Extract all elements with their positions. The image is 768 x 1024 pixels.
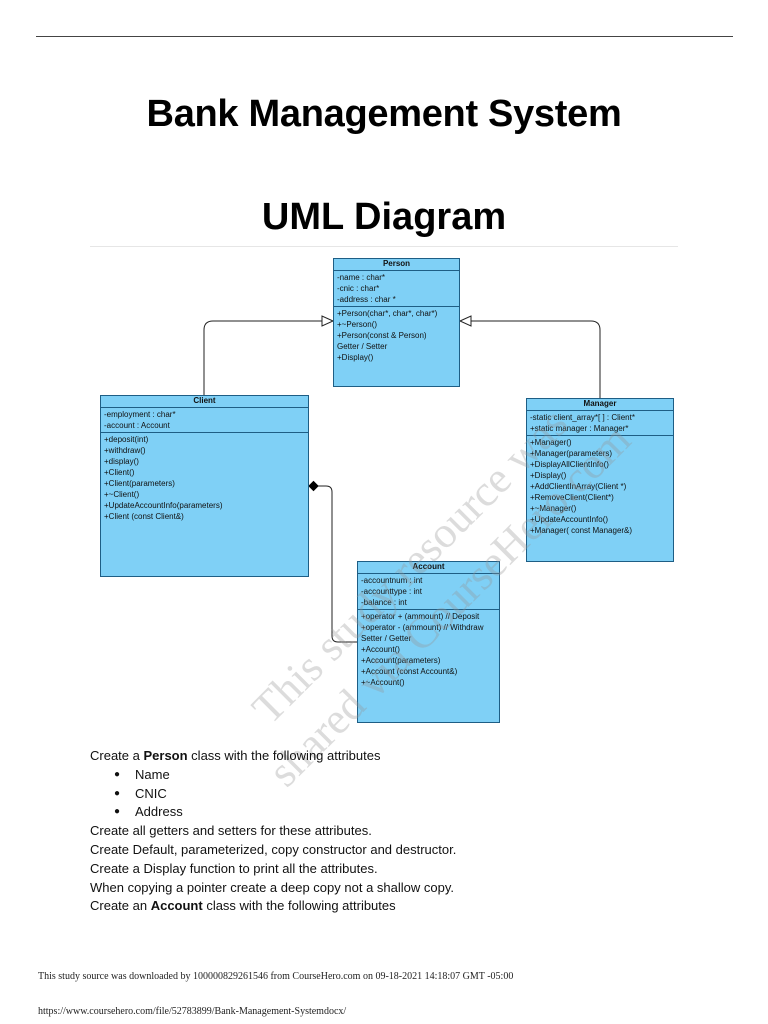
operation: +~Person() [337,320,378,329]
attribute: -account : Account [104,421,170,430]
paragraph: Create a Person class with the following… [90,747,710,766]
class-operations: +Manager() +Manager(parameters) +Display… [527,436,673,537]
operation: +Display() [337,353,374,362]
attribute: -employment : char* [104,410,176,419]
text-span: Create an [90,898,151,914]
attribute: +static manager : Manager* [530,424,629,433]
operation: Setter / Getter [361,634,412,643]
operation: +Manager(parameters) [530,449,613,458]
section-divider [90,246,678,247]
operation: +DisplayAllClientInfo() [530,460,609,469]
operation: +Account(parameters) [361,656,441,665]
operation: +operator - (ammount) // Withdraw [361,623,484,632]
operation: +UpdateAccountInfo(parameters) [104,501,223,510]
operation: +Account() [361,645,400,654]
attribute: -accounttype : int [361,587,422,596]
operation: Getter / Setter [337,342,388,351]
class-operations: +deposit(int) +withdraw() +display() +Cl… [101,433,308,523]
paragraph: Create all getters and setters for these… [90,823,372,839]
list-item: CNIC [90,785,710,804]
class-attributes: -accountnum : int -accounttype : int -ba… [358,574,499,610]
paragraph: Create an Account class with the followi… [90,897,710,916]
operation: +AddClientInArray(Client *) [530,482,627,491]
operation: +Client(parameters) [104,479,175,488]
operation: +Manager() [530,438,572,447]
composition-diamond [308,480,319,492]
class-name: Person [334,259,459,271]
class-name-emphasis: Account [150,898,203,914]
operation: +Person(const & Person) [337,331,427,340]
operation: +~Manager() [530,504,577,513]
class-attributes: -static client_array*[ ] : Client* +stat… [527,411,673,436]
operation: +Manager( const Manager&) [530,526,633,535]
text-span: class with the following attributes [187,748,381,763]
document-title: Bank Management System [146,93,622,135]
operation: +deposit(int) [104,435,149,444]
top-rule [36,36,733,37]
attribute: -static client_array*[ ] : Client* [530,413,635,422]
attribute: -name : char* [337,273,386,282]
class-name-emphasis: Person [143,748,188,763]
attribute: -balance : int [361,598,407,607]
text-span: Create a [90,748,144,763]
client-generalization-line [203,320,322,395]
operation: +display() [104,457,139,466]
operation: +Account (const Account&) [361,667,458,676]
attribute: -address : char * [337,295,396,304]
operation: +UpdateAccountInfo() [530,515,609,524]
uml-class-account: Account -accountnum : int -accounttype :… [357,561,500,723]
account-composition-line [318,485,357,643]
client-generalization-arrow [321,315,335,327]
class-name: Account [358,562,499,574]
operation: +operator + (ammount) // Deposit [361,612,480,621]
class-operations: +Person(char*, char*, char*) +~Person() … [334,307,459,364]
manager-generalization-arrow [458,315,472,327]
operation: +Display() [530,471,567,480]
list-item: Address [90,803,710,822]
paragraph: Create Default, parameterized, copy cons… [90,841,457,857]
body-text: Create a Person class with the following… [90,747,710,916]
operation: +withdraw() [104,446,146,455]
paragraph: When copying a pointer create a deep cop… [90,879,454,895]
uml-class-person: Person -name : char* -cnic : char* -addr… [333,258,460,387]
manager-generalization-line [471,320,601,398]
operation: +Person(char*, char*, char*) [337,309,438,318]
uml-class-manager: Manager -static client_array*[ ] : Clien… [526,398,674,562]
attribute-list: Name CNIC Address [90,766,710,822]
text-span: class with the following attributes [202,898,396,914]
source-url[interactable]: https://www.coursehero.com/file/52783899… [38,1006,347,1017]
operation: +Client (const Client&) [104,512,184,521]
operation: +~Client() [104,490,140,499]
attribute: -accountnum : int [361,576,423,585]
class-attributes: -name : char* -cnic : char* -address : c… [334,271,459,307]
list-item: Name [90,766,710,785]
document-subtitle: UML Diagram [261,196,507,238]
paragraph: Create a Display function to print all t… [90,860,378,876]
class-operations: +operator + (ammount) // Deposit +operat… [358,610,499,689]
class-name: Manager [527,399,673,411]
download-note: This study source was downloaded by 1000… [38,971,514,982]
operation: +Client() [104,468,135,477]
class-attributes: -employment : char* -account : Account [101,408,308,433]
uml-class-client: Client -employment : char* -account : Ac… [100,395,309,577]
class-name: Client [101,396,308,408]
attribute: -cnic : char* [337,284,380,293]
operation: +RemoveClient(Client*) [530,493,614,502]
operation: +~Account() [361,678,405,687]
